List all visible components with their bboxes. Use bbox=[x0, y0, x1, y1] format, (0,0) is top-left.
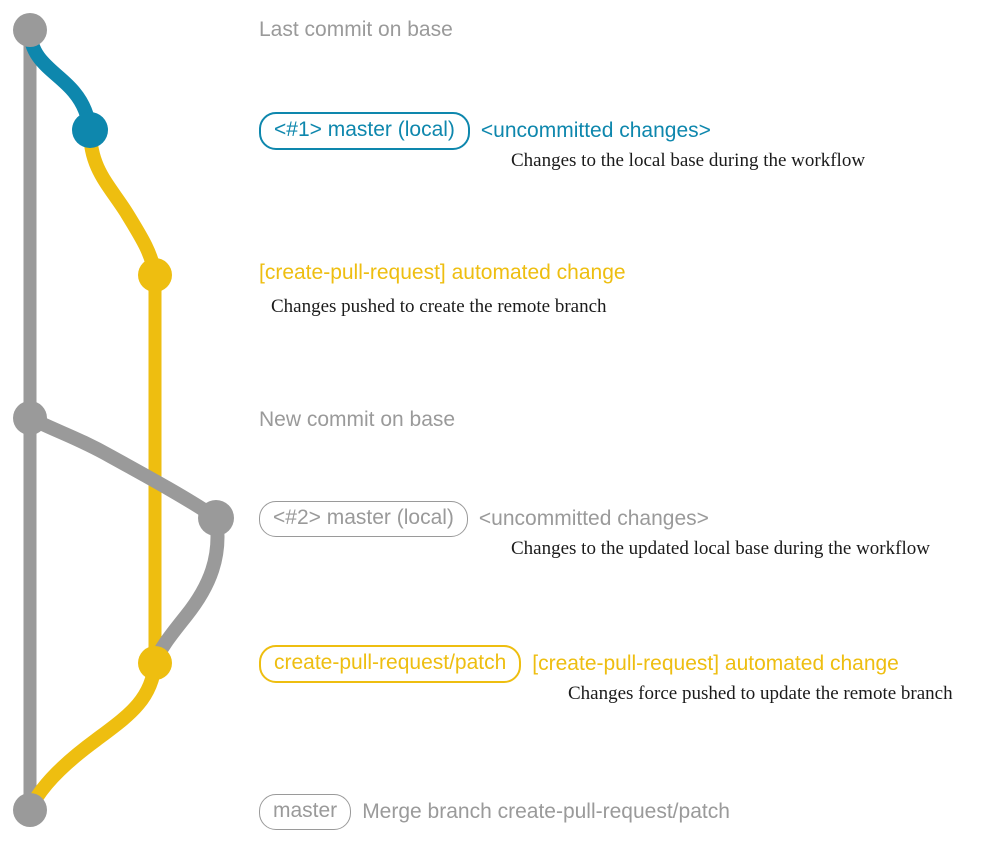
commit-node-base-new[interactable] bbox=[13, 401, 47, 435]
patch-merge-line bbox=[23, 656, 162, 817]
commit-row-automated-change-create: [create-pull-request] automated change bbox=[259, 261, 626, 285]
updated-local-branch-line bbox=[23, 411, 223, 525]
commit-headline-merge-branch: Merge branch create-pull-request/patch bbox=[362, 800, 730, 823]
commit-row-local-uncommitted-1-line: <#1> master (local) <uncommitted changes… bbox=[259, 112, 711, 150]
commit-headline-automated-change-create: [create-pull-request] automated change bbox=[259, 261, 626, 284]
commit-description-local-uncommitted-2: Changes to the updated local base during… bbox=[511, 538, 930, 559]
commit-node-patch-create[interactable] bbox=[138, 258, 172, 292]
branch-pill-master-local-2[interactable]: <#2> master (local) bbox=[259, 501, 468, 537]
commit-row-local-uncommitted-1: <#1> master (local) <uncommitted changes… bbox=[259, 112, 711, 150]
commit-row-automated-change-force-line: create-pull-request/patch [create-pull-r… bbox=[259, 645, 899, 683]
commit-row-new-commit-on-base: New commit on base bbox=[259, 408, 455, 432]
commit-row-automated-change-force: create-pull-request/patch [create-pull-r… bbox=[259, 645, 899, 683]
commit-headline-local-uncommitted-1: <uncommitted changes> bbox=[480, 119, 711, 142]
commit-node-local-2[interactable] bbox=[198, 500, 234, 536]
commit-nodes bbox=[13, 13, 234, 827]
commit-node-master-merge[interactable] bbox=[13, 793, 47, 827]
branch-pill-master-local-1[interactable]: <#1> master (local) bbox=[259, 112, 470, 150]
updated-local-to-patch-line bbox=[148, 511, 225, 670]
commit-node-patch-force[interactable] bbox=[138, 646, 172, 680]
commit-headline-local-uncommitted-2: <uncommitted changes> bbox=[478, 507, 709, 530]
commit-row-local-uncommitted-2-line: <#2> master (local) <uncommitted changes… bbox=[259, 501, 709, 537]
patch-branch-line-1 bbox=[83, 123, 162, 282]
branch-pill-create-pull-request-patch[interactable]: create-pull-request/patch bbox=[259, 645, 522, 683]
commit-description-automated-change-force: Changes force pushed to update the remot… bbox=[568, 683, 953, 704]
commit-row-merge-branch-line: master Merge branch create-pull-request/… bbox=[259, 794, 730, 830]
commit-headline-last-commit-on-base: Last commit on base bbox=[259, 18, 453, 41]
commit-node-base-last[interactable] bbox=[13, 13, 47, 47]
commit-node-local-1[interactable] bbox=[72, 112, 108, 148]
commit-row-merge-branch: master Merge branch create-pull-request/… bbox=[259, 794, 730, 830]
commit-headline-new-commit-on-base: New commit on base bbox=[259, 408, 456, 431]
branch-pill-master[interactable]: master bbox=[259, 794, 352, 830]
commit-row-local-uncommitted-2: <#2> master (local) <uncommitted changes… bbox=[259, 501, 709, 537]
commit-description-local-uncommitted-1: Changes to the local base during the wor… bbox=[511, 150, 866, 171]
commit-row-last-commit-on-base: Last commit on base bbox=[259, 18, 453, 42]
commit-description-automated-change-create: Changes pushed to create the remote bran… bbox=[271, 296, 607, 317]
commit-headline-automated-change-force: [create-pull-request] automated change bbox=[532, 652, 899, 675]
